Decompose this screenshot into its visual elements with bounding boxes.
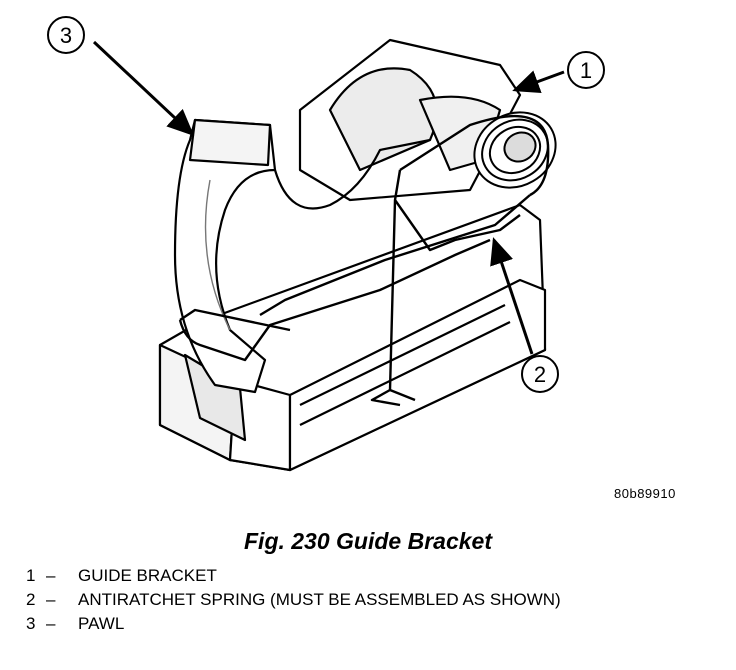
callout-1: 1 xyxy=(512,51,605,93)
pawl xyxy=(173,118,431,394)
guide-bracket-base xyxy=(158,203,547,472)
spring-coil xyxy=(473,111,557,189)
callout-1-leader xyxy=(512,70,565,93)
legend-item-1: 1 – GUIDE BRACKET xyxy=(26,566,638,586)
figure-reference-id: 80b89910 xyxy=(614,486,676,501)
callout-2-leader xyxy=(490,237,534,355)
callout-3: 3 xyxy=(47,16,195,137)
legend-item-2: 2 – ANTIRATCHET SPRING (MUST BE ASSEMBLE… xyxy=(26,590,638,610)
legend-dash: – xyxy=(46,614,56,633)
legend-text: PAWL xyxy=(78,614,125,633)
legend-item-3: 3 – PAWL xyxy=(26,614,638,634)
legend-text: GUIDE BRACKET xyxy=(78,566,217,585)
callout-2: 2 xyxy=(490,237,559,393)
callout-3-leader xyxy=(92,40,195,137)
legend-dash: – xyxy=(46,590,56,609)
guide-bracket-illustration: 3 1 2 xyxy=(47,16,605,472)
legend-number: 2 xyxy=(26,590,36,609)
antiratchet-spring-wire xyxy=(178,114,550,407)
callout-3-label: 3 xyxy=(60,23,72,48)
legend-number: 3 xyxy=(26,614,36,633)
legend-text: ANTIRATCHET SPRING (MUST BE ASSEMBLED AS… xyxy=(78,590,561,609)
legend: 1 – GUIDE BRACKET 2 – ANTIRATCHET SPRING… xyxy=(26,566,638,638)
callout-1-label: 1 xyxy=(580,58,592,83)
legend-dash: – xyxy=(46,566,56,585)
callout-2-label: 2 xyxy=(534,362,546,387)
legend-number: 1 xyxy=(26,566,36,585)
figure-caption: Fig. 230 Guide Bracket xyxy=(244,528,492,554)
